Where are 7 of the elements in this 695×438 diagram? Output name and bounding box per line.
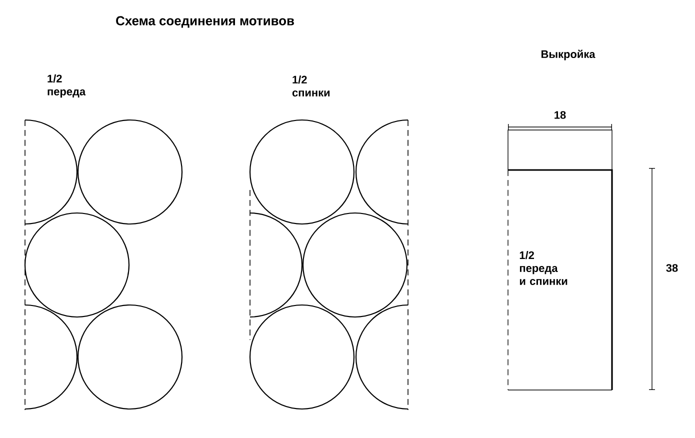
panel-label: 1/2 переда: [48, 74, 86, 98]
dimension-label: 38: [666, 264, 678, 272]
panel-label: 1/2 спинки: [292, 76, 330, 96]
title: Схема соединения мотивов: [116, 16, 294, 28]
pattern-piece: 1/2 переда и спинки: [508, 130, 613, 390]
dimension-label: 18: [554, 111, 566, 119]
heading: Выкройка: [542, 50, 596, 60]
